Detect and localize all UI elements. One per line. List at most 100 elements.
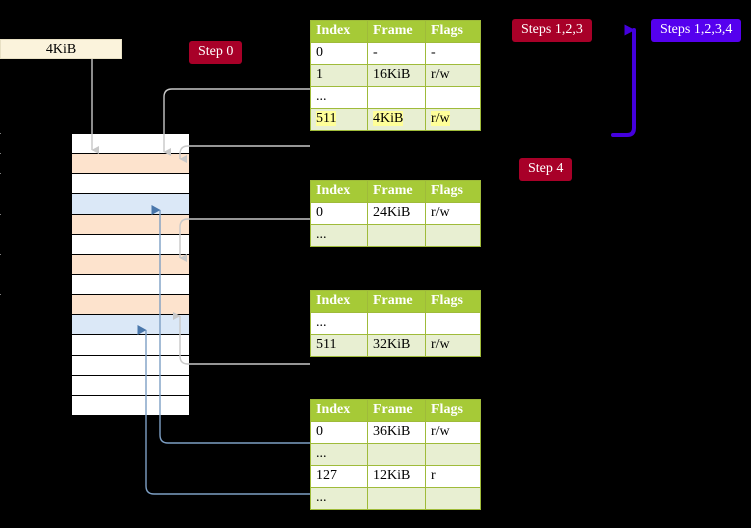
table-cell: 12KiB	[367, 465, 426, 488]
column-header-index: Index	[310, 399, 368, 422]
table-cell: 36KiB	[367, 421, 426, 444]
column-header-index: Index	[310, 290, 368, 313]
table-cell: r/w	[425, 421, 481, 444]
column-header-flags: Flags	[425, 290, 481, 313]
step0-label: Step 0	[198, 44, 234, 59]
table-cell	[425, 487, 481, 510]
steps1234-label: Steps 1,2,3,4	[660, 22, 733, 37]
memory-frame-row	[71, 334, 190, 356]
memory-frame-row	[71, 193, 190, 215]
table-row: 0--	[310, 42, 481, 65]
column-header-index: Index	[310, 20, 368, 43]
step4-badge: Step 4	[519, 158, 573, 181]
table-cell: 1	[310, 64, 368, 87]
table-cell: 0	[310, 202, 368, 225]
table-cell	[367, 312, 426, 335]
table-cell: -	[425, 42, 481, 65]
table-cell: r/w	[425, 202, 481, 225]
highlighted-value: 511	[316, 111, 337, 126]
table-cell	[425, 312, 481, 335]
table-row: ...	[310, 312, 481, 335]
column-header-frame: Frame	[367, 180, 426, 203]
table-cell: 0	[310, 42, 368, 65]
table-cell: 32KiB	[367, 334, 426, 357]
column-header-flags: Flags	[425, 399, 481, 422]
highlighted-value: 4KiB	[373, 111, 404, 126]
table-cell: r/w	[425, 64, 481, 87]
memory-frame-row	[71, 233, 190, 255]
table-row: ...	[310, 86, 481, 109]
table-cell: 0	[310, 421, 368, 444]
memory-frame-row	[71, 213, 190, 235]
memory-row-tick	[0, 173, 1, 175]
frame-size-label: 4KiB	[45, 42, 77, 57]
memory-row-tick	[0, 213, 1, 215]
memory-frame-row	[71, 274, 190, 296]
steps1234-badge: Steps 1,2,3,4	[651, 19, 742, 42]
table-cell: r	[425, 465, 481, 488]
column-header-frame: Frame	[367, 290, 426, 313]
memory-frame-row	[71, 294, 190, 316]
memory-row-tick	[0, 133, 1, 134]
connector-t1row511-to-memory	[179, 145, 310, 163]
table-cell: ...	[310, 443, 368, 466]
column-header-frame: Frame	[367, 399, 426, 422]
table-cell	[425, 86, 481, 109]
memory-frame-row	[71, 253, 190, 275]
table-row: 511 4KiB r/w	[310, 108, 481, 131]
memory-frame-row	[71, 133, 190, 155]
table-cell: ...	[310, 487, 368, 510]
connector-t3row511-to-memory	[173, 312, 310, 365]
column-header-flags: Flags	[425, 20, 481, 43]
table-cell: -	[367, 42, 426, 65]
memory-frame-row	[71, 354, 190, 376]
steps123-label: Steps 1,2,3	[521, 22, 583, 37]
table-cell: r/w	[425, 334, 481, 357]
column-header-flags: Flags	[425, 180, 481, 203]
memory-row-tick	[0, 294, 1, 296]
highlighted-value: r/w	[431, 111, 450, 126]
table-cell	[367, 487, 426, 510]
memory-row-tick	[0, 253, 1, 255]
frame-size-box: 4KiB	[0, 39, 122, 59]
memory-frame-row	[71, 153, 190, 175]
memory-frame-row	[71, 394, 190, 416]
table-row: ...	[310, 224, 481, 247]
table-cell: ...	[310, 86, 368, 109]
step0-badge: Step 0	[189, 41, 243, 64]
table-cell	[367, 224, 426, 247]
table-cell: ...	[310, 224, 368, 247]
table-cell	[367, 443, 426, 466]
physical-memory-column	[71, 133, 190, 416]
table-row: ...	[310, 487, 481, 510]
table-cell: 511	[310, 334, 368, 357]
memory-row-tick	[0, 153, 1, 155]
table-cell	[425, 224, 481, 247]
memory-frame-row	[71, 314, 190, 336]
table-row: ...	[310, 443, 481, 466]
table-cell: ...	[310, 312, 368, 335]
table-cell	[367, 86, 426, 109]
table-cell: 24KiB	[367, 202, 426, 225]
table-cell: 16KiB	[367, 64, 426, 87]
steps-bracket	[611, 24, 636, 137]
table-cell: 511	[310, 108, 368, 131]
table-cell	[425, 443, 481, 466]
memory-frame-row	[71, 173, 190, 195]
column-header-frame: Frame	[367, 20, 426, 43]
